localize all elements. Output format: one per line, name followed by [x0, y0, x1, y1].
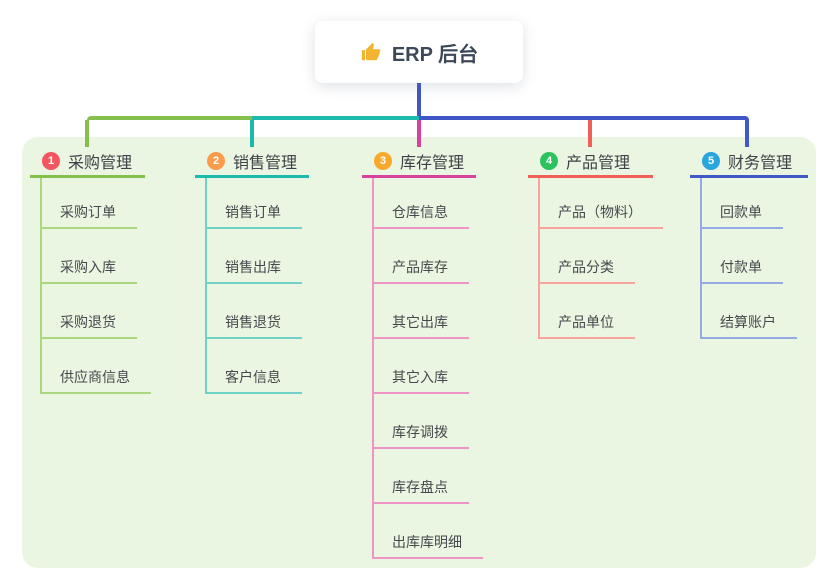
- priority-badge-icon: 1: [42, 152, 60, 170]
- node-item[interactable]: 供应商信息: [42, 339, 151, 394]
- root-node[interactable]: ERP 后台: [315, 21, 523, 83]
- connector-drop: [745, 120, 749, 147]
- node-item[interactable]: 采购订单: [42, 178, 137, 229]
- root-connector-line: [417, 82, 421, 116]
- branch-title[interactable]: 5 财务管理: [690, 147, 808, 178]
- branch-children: 仓库信息 产品库存 其它出库 其它入库 库存调拨 库存盘点 出库库明细: [372, 178, 483, 559]
- node-item[interactable]: 付款单: [702, 229, 783, 284]
- connector-bus-segment: [87, 116, 252, 120]
- connector-drop: [417, 120, 421, 147]
- node-item[interactable]: 销售退货: [207, 284, 302, 339]
- thumbs-up-icon: [360, 41, 382, 63]
- node-item[interactable]: 其它入库: [374, 339, 469, 394]
- node-item[interactable]: 库存调拨: [374, 394, 469, 449]
- priority-badge-icon: 2: [207, 152, 225, 170]
- node-item[interactable]: 回款单: [702, 178, 783, 229]
- branch-sales: 2 销售管理 销售订单 销售出库 销售退货 客户信息: [195, 147, 309, 394]
- branch-title-label: 采购管理: [68, 155, 133, 172]
- branch-title-label: 产品管理: [566, 155, 631, 172]
- branch-title[interactable]: 4 产品管理: [528, 147, 653, 178]
- branch-children: 产品（物料） 产品分类 产品单位: [538, 178, 663, 339]
- branch-title-label: 销售管理: [233, 155, 298, 172]
- node-item[interactable]: 其它出库: [374, 284, 469, 339]
- root-title: ERP 后台: [391, 43, 479, 66]
- node-item[interactable]: 仓库信息: [374, 178, 469, 229]
- node-item[interactable]: 销售出库: [207, 229, 302, 284]
- node-item[interactable]: 产品单位: [540, 284, 635, 339]
- connector-drop: [588, 120, 592, 147]
- branch-title[interactable]: 3 库存管理: [362, 147, 476, 178]
- branch-children: 回款单 付款单 结算账户: [700, 178, 808, 339]
- branch-product: 4 产品管理 产品（物料） 产品分类 产品单位: [528, 147, 663, 339]
- priority-badge-icon: 3: [374, 152, 392, 170]
- node-item[interactable]: 销售订单: [207, 178, 302, 229]
- node-item[interactable]: 产品分类: [540, 229, 635, 284]
- branch-finance: 5 财务管理 回款单 付款单 结算账户: [690, 147, 808, 339]
- node-item[interactable]: 采购退货: [42, 284, 137, 339]
- priority-badge-icon: 4: [540, 152, 558, 170]
- branch-title-label: 财务管理: [728, 155, 793, 172]
- node-item[interactable]: 采购入库: [42, 229, 137, 284]
- connector-drop: [250, 120, 254, 147]
- node-item[interactable]: 客户信息: [207, 339, 302, 394]
- connector-bus-segment: [252, 116, 419, 120]
- branch-children: 采购订单 采购入库 采购退货 供应商信息: [40, 178, 151, 394]
- connector-bus-segment: [419, 116, 749, 120]
- node-item[interactable]: 出库库明细: [374, 504, 483, 559]
- node-item[interactable]: 库存盘点: [374, 449, 469, 504]
- priority-badge-icon: 5: [702, 152, 720, 170]
- branches-panel: [22, 137, 816, 568]
- branch-title[interactable]: 1 采购管理: [30, 147, 145, 178]
- branch-title-label: 库存管理: [400, 155, 465, 172]
- node-item[interactable]: 产品库存: [374, 229, 469, 284]
- branch-inventory: 3 库存管理 仓库信息 产品库存 其它出库 其它入库 库存调拨 库存盘点 出库库…: [362, 147, 483, 559]
- node-item[interactable]: 结算账户: [702, 284, 797, 339]
- branch-children: 销售订单 销售出库 销售退货 客户信息: [205, 178, 309, 394]
- node-item[interactable]: 产品（物料）: [540, 178, 663, 229]
- branch-purchase: 1 采购管理 采购订单 采购入库 采购退货 供应商信息: [30, 147, 151, 394]
- branch-title[interactable]: 2 销售管理: [195, 147, 309, 178]
- connector-drop: [85, 120, 89, 147]
